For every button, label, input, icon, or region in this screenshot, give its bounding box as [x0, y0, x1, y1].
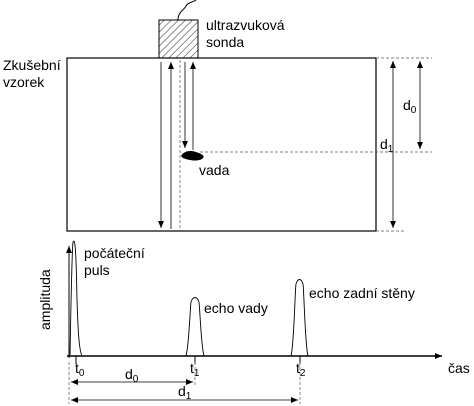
initial-pulse-peak [69, 240, 83, 357]
back-wall-echo-peak [290, 279, 309, 357]
test-specimen [66, 57, 377, 232]
defect-echo-label: echo vady [204, 300, 268, 316]
initial-pulse-label: počáteční puls [84, 245, 145, 278]
d1-time-label: d1 [178, 383, 192, 402]
back-wall-echo-label: echo zadní stěny [309, 285, 415, 301]
amplitude-axis-label: amplituda [37, 269, 53, 330]
defect-shape [181, 151, 204, 161]
d1-label: d1 [380, 136, 394, 155]
time-axis-label: čas [448, 360, 470, 376]
defect-label: vada [199, 162, 230, 178]
t0-label: t0 [75, 360, 85, 379]
d0-label: d0 [403, 97, 417, 116]
probe-label: ultrazvuková sonda [206, 17, 285, 50]
probe-cable [177, 0, 197, 21]
specimen-label: Zkušební vzorek [3, 57, 61, 90]
defect-echo-peak [185, 297, 205, 357]
t2-label: t2 [296, 360, 306, 379]
d0-time-label: d0 [125, 366, 139, 385]
ultrasonic-probe [158, 19, 199, 59]
t1-label: t1 [190, 360, 200, 379]
